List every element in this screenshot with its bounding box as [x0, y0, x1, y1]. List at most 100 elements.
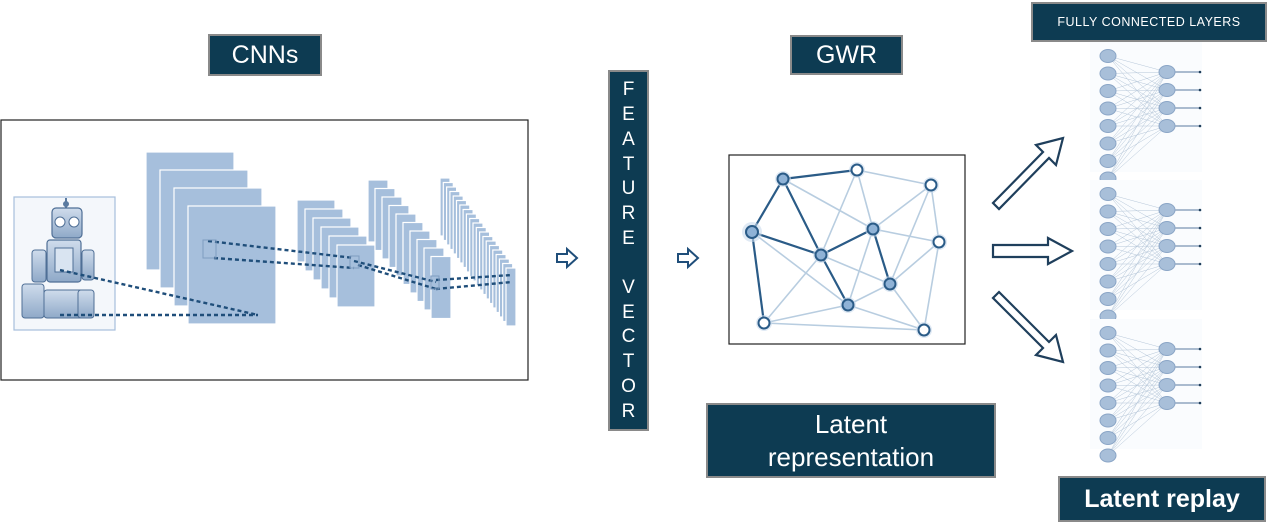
gwr-edge [856, 169, 932, 186]
arrow-right-icon [991, 236, 1075, 266]
arrow-to-feature-vector-icon [556, 246, 579, 270]
feature-vector-letter: R [621, 400, 636, 422]
fc-connection [1107, 332, 1168, 350]
latent-replay-label: Latent replay [1058, 476, 1266, 522]
fc-connection [1107, 209, 1168, 230]
gwr-edge [872, 228, 940, 243]
gwr-edge [763, 254, 822, 324]
fc-input-node [1099, 274, 1117, 289]
fc-connection [1107, 71, 1168, 109]
feature-vector-letter: F [622, 79, 635, 100]
gwr-nodes [742, 162, 947, 338]
fc-hidden-node [1158, 65, 1176, 79]
arrow-to-gwr-icon [677, 246, 700, 270]
fc-connection [1107, 71, 1168, 162]
gwr-edge [763, 304, 849, 324]
gwr-node [776, 172, 790, 186]
fc-hidden-node [1158, 396, 1176, 410]
fc-connection [1107, 402, 1168, 456]
fc-hidden-node [1158, 378, 1176, 392]
gwr-edge [751, 231, 849, 306]
cnns-label-text: CNNs [231, 40, 299, 69]
gwr-edge [930, 184, 940, 243]
gwr-edge [782, 178, 874, 230]
fc-connection [1107, 348, 1168, 421]
gwr-node [850, 163, 864, 177]
gwr-node [745, 225, 759, 239]
gwr-edge [820, 254, 849, 306]
gwr-label-text: GWR [815, 40, 878, 69]
gwr-edge [751, 230, 822, 257]
gwr-edge [782, 168, 858, 181]
gwr-edge [750, 231, 766, 324]
feature-vector-letter: E [622, 301, 635, 323]
gwr-edge [889, 241, 940, 285]
fc-input-node [1099, 222, 1117, 236]
fc-connection [1107, 366, 1168, 456]
gwr-label: GWR [790, 35, 903, 75]
fc-connection [1107, 209, 1168, 265]
fc-input-node [1099, 136, 1117, 151]
fc-output-dot [1198, 124, 1202, 128]
feature-vector-letter: U [621, 178, 636, 200]
feature-vector-letter: C [621, 326, 636, 348]
fc-connection [1107, 71, 1168, 92]
fc-output-dot [1198, 244, 1202, 248]
fc-input-node [1099, 257, 1117, 271]
fc-output-dot [1198, 347, 1202, 351]
gwr-node [924, 178, 938, 192]
fc-input-node [1099, 431, 1117, 445]
fc-hidden-node [1158, 221, 1176, 235]
fc-output-dot [1198, 365, 1202, 369]
fc-input-node [1099, 204, 1117, 219]
gwr-edge [872, 184, 932, 230]
fc-connection [1107, 348, 1168, 386]
feature-vector-letter: E [622, 103, 635, 125]
robot-image-icon [13, 196, 116, 331]
gwr-edge [751, 178, 784, 233]
fc-output-dot [1198, 262, 1202, 266]
fc-connection [1107, 209, 1168, 247]
fc-connection [1107, 348, 1168, 456]
fully-connected-layers-text: FULLY CONNECTED LAYERS [1057, 15, 1241, 29]
gwr-edge [847, 304, 925, 331]
fc-connection [1107, 71, 1168, 74]
gwr-edge [923, 241, 940, 331]
feature-vector-letter: A [622, 128, 635, 150]
fc-connection [1107, 348, 1168, 369]
feature-vector-letter: V [622, 276, 635, 298]
arrow-up-icon [991, 136, 1065, 211]
fc-connection [1107, 227, 1168, 317]
fc-hidden-node [1158, 203, 1176, 217]
feature-vector-letter: R [621, 203, 636, 225]
gwr-node [814, 248, 828, 262]
gwr-edges-dark [750, 168, 892, 324]
gwr-node [757, 316, 771, 330]
gwr-edge [889, 184, 932, 285]
fc-connection [1107, 209, 1168, 300]
gwr-edge [763, 322, 925, 331]
fc-connection [1107, 209, 1168, 317]
cnns-label: CNNs [208, 34, 322, 76]
big-arrows [991, 136, 1075, 364]
fully-connected-layers-label: FULLY CONNECTED LAYERS [1031, 2, 1267, 42]
fc-connection [1107, 245, 1168, 317]
fc-input-node [1099, 187, 1117, 201]
feature-vector-letter: T [622, 153, 635, 175]
fc-connection [1107, 107, 1168, 179]
fc-input-node [1099, 361, 1117, 375]
fc-input-node [1099, 396, 1117, 410]
fc-input-node [1099, 343, 1117, 358]
fc-input-node [1099, 378, 1117, 393]
fc-connection [1107, 193, 1168, 211]
fc-input-node [1099, 154, 1117, 168]
fc-hidden-node [1158, 342, 1176, 356]
fc-connection [1107, 71, 1168, 144]
fc-connection [1107, 55, 1168, 73]
gwr-edge [820, 254, 891, 285]
cnn-layer4-map [505, 267, 517, 327]
fc-input-node [1099, 239, 1117, 254]
latent-replay-text: Latent replay [1084, 484, 1240, 513]
